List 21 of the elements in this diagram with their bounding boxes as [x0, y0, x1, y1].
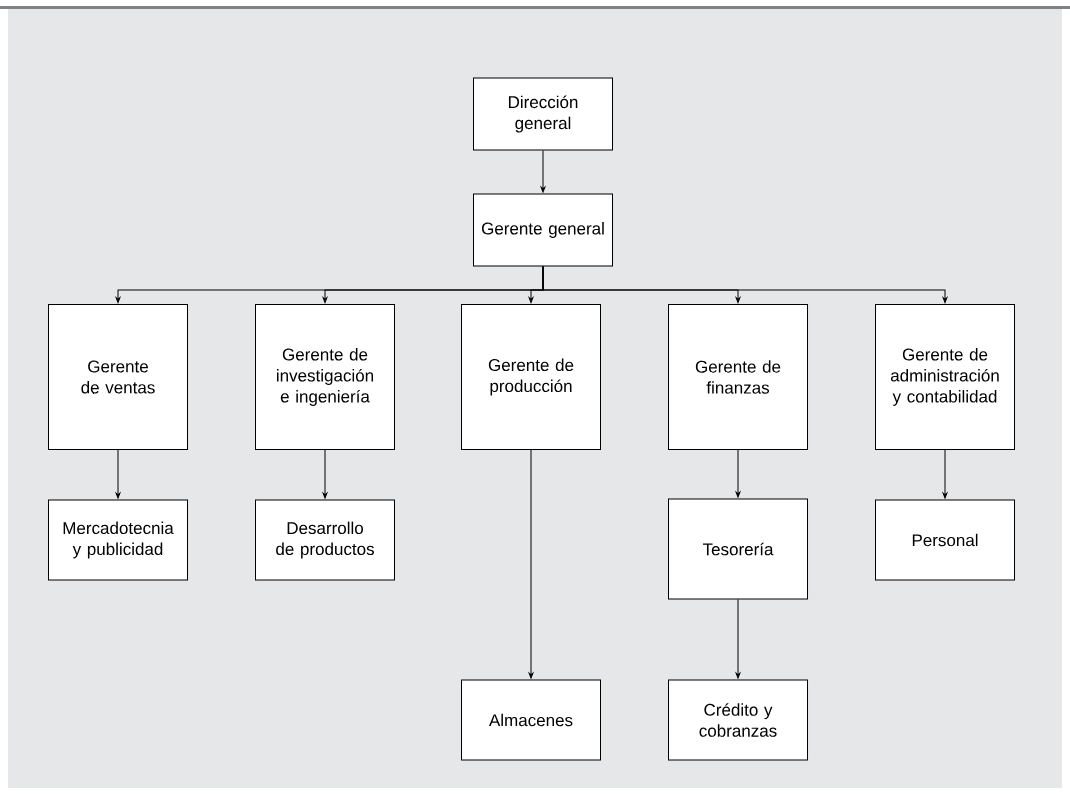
org-box: Crédito y cobranzas — [668, 679, 808, 761]
arrow — [540, 150, 546, 193]
org-box: Tesorería — [668, 498, 808, 600]
org-box: Almacenes — [461, 679, 601, 761]
arrow — [735, 599, 741, 679]
arrow — [942, 449, 948, 499]
org-box: Personal — [875, 499, 1015, 581]
arrow — [528, 449, 534, 679]
org-box: Gerente de administración y contabilidad — [875, 304, 1015, 450]
arrow — [115, 449, 121, 499]
arrow — [735, 449, 741, 498]
arrow — [322, 449, 328, 499]
org-box: Mercadotecnia y publicidad — [48, 499, 188, 581]
org-box: Gerente de ventas — [48, 304, 188, 450]
org-box: Gerente de producción — [461, 304, 601, 450]
org-box: Gerente de investigación e ingeniería — [255, 304, 395, 450]
org-box: Gerente de finanzas — [668, 304, 808, 450]
org-box: Dirección general — [473, 77, 613, 151]
org-box: Desarrollo de productos — [255, 499, 395, 581]
arrow — [542, 266, 948, 304]
org-box: Gerente general — [473, 193, 613, 267]
